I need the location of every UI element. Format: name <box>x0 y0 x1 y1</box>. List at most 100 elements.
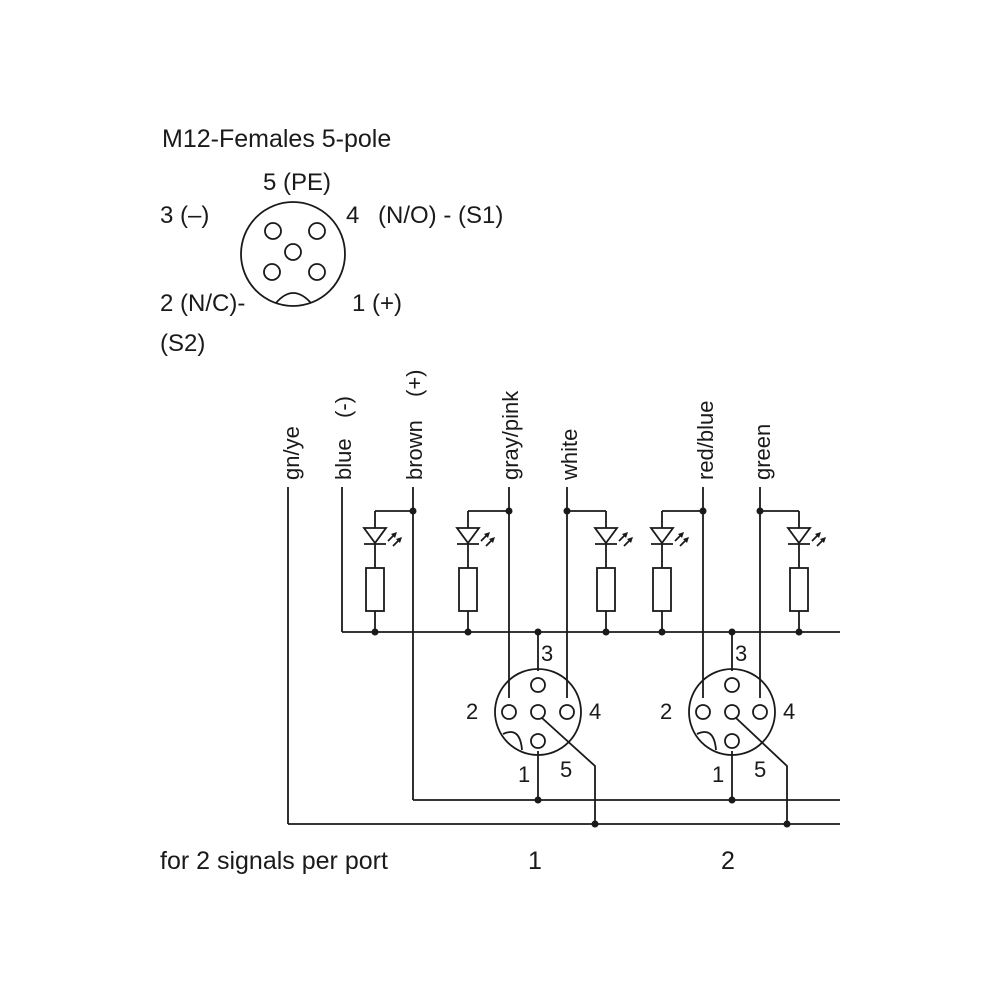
footer-caption: for 2 signals per port <box>160 847 388 875</box>
port2-pin-3 <box>724 677 740 693</box>
junction-dot <box>371 628 379 636</box>
wire-label-brown: brown <box>402 420 427 480</box>
junction-dots <box>371 507 803 828</box>
port1-pin3-label: 3 <box>541 641 553 666</box>
port1-pin-2 <box>501 704 517 720</box>
led-indicators <box>362 511 826 632</box>
port1-pin-4 <box>559 704 575 720</box>
port2-pin2-label: 2 <box>660 699 672 724</box>
led-ray-arrowhead <box>489 537 495 543</box>
pin1-label: 1 (+) <box>352 290 402 317</box>
port1-number: 1 <box>528 847 542 875</box>
port1-pin2-label: 2 <box>466 699 478 724</box>
pin3-label: 3 (–) <box>160 202 209 229</box>
port1-pin1-label: 1 <box>518 762 530 787</box>
female-face-outline <box>240 201 346 307</box>
female-pin-2 <box>263 263 281 281</box>
port2-pin1-label: 1 <box>712 762 724 787</box>
female-pin-1 <box>308 263 326 281</box>
junction-dot <box>534 796 542 804</box>
female-pin-4 <box>308 222 326 240</box>
port2-pin-1 <box>724 733 740 749</box>
pin5-label: 5 (PE) <box>263 169 331 196</box>
wire-label-blue-polarity: (-) <box>331 396 356 418</box>
junction-dot <box>591 820 599 828</box>
led-diode-icon <box>362 527 388 545</box>
port2-pin3-label: 3 <box>735 641 747 666</box>
wire-label-blue: blue <box>331 438 356 480</box>
pin2-label: 2 (N/C)- <box>160 290 245 317</box>
junction-dot <box>658 628 666 636</box>
wire-label-green: green <box>750 424 775 480</box>
port1-pin5-label: 5 <box>560 757 572 782</box>
junction-dot <box>409 507 417 515</box>
led-ray-arrowhead <box>622 532 628 538</box>
junction-dot <box>728 796 736 804</box>
port2-pin5-wire <box>735 717 788 824</box>
led-ray-arrowhead <box>627 537 633 543</box>
wire-label-redblue: red/blue <box>693 400 718 480</box>
resistor-icon <box>789 567 809 612</box>
port1-pin5-wire <box>541 717 596 824</box>
led-diode-icon <box>593 527 619 545</box>
led-resistor-assembly <box>593 511 633 632</box>
junction-dot <box>563 507 571 515</box>
led-ray-arrowhead <box>391 532 397 538</box>
junction-dot <box>505 507 513 515</box>
port1-pin4-label: 4 <box>589 699 601 724</box>
port2-key-notch <box>696 731 717 751</box>
port2-pin-5 <box>724 704 740 720</box>
port2-face-outline <box>688 668 776 756</box>
junction-dot <box>756 507 764 515</box>
junction-dot <box>783 820 791 828</box>
port1-pin-5 <box>530 704 546 720</box>
resistor-icon <box>365 567 385 612</box>
junction-dot <box>464 628 472 636</box>
diagram-title: M12-Females 5-pole <box>162 125 391 153</box>
wiring-lines <box>287 487 840 825</box>
led-ray-arrowhead <box>484 532 490 538</box>
port1-face-outline <box>494 668 582 756</box>
pin4-label: 4 <box>346 202 359 229</box>
led-diode-icon <box>786 527 812 545</box>
port1-pin-3 <box>530 677 546 693</box>
port2-pin5-label: 5 <box>754 757 766 782</box>
female-pin-5 <box>284 243 302 261</box>
wire-label-brown-polarity: (+) <box>402 370 427 398</box>
wire-label-graypink: gray/pink <box>498 390 523 480</box>
port1-pin-1 <box>530 733 546 749</box>
port1-connector <box>494 668 582 756</box>
port1-key-notch <box>502 731 523 751</box>
junction-dot <box>795 628 803 636</box>
port2-pin4-label: 4 <box>783 699 795 724</box>
led-ray-arrowhead <box>678 532 684 538</box>
resistor-icon <box>458 567 478 612</box>
led-diode-icon <box>455 527 481 545</box>
female-pin-3 <box>264 222 282 240</box>
led-resistor-assembly <box>649 511 689 632</box>
led-ray-arrowhead <box>396 537 402 543</box>
led-diode-icon <box>649 527 675 545</box>
junction-dot <box>699 507 707 515</box>
female-key-notch <box>275 292 312 304</box>
port2-number: 2 <box>721 847 735 875</box>
port2-pin-4 <box>752 704 768 720</box>
junction-dot <box>602 628 610 636</box>
wire-label-gnye: gn/ye <box>279 426 304 480</box>
led-ray-arrowhead <box>820 537 826 543</box>
port2-pin-2 <box>695 704 711 720</box>
junction-dot <box>534 628 542 636</box>
wire-label-white: white <box>557 429 582 481</box>
led-ray-arrowhead <box>815 532 821 538</box>
port2-connector <box>688 668 776 756</box>
led-resistor-assembly <box>455 511 495 632</box>
led-ray-arrowhead <box>683 537 689 543</box>
junction-dot <box>728 628 736 636</box>
pin4-signal-label: (N/O) - (S1) <box>378 202 503 229</box>
m12-female-face <box>240 201 346 307</box>
resistor-icon <box>652 567 672 612</box>
led-resistor-assembly <box>362 511 402 632</box>
pin2-signal-label: (S2) <box>160 330 205 357</box>
